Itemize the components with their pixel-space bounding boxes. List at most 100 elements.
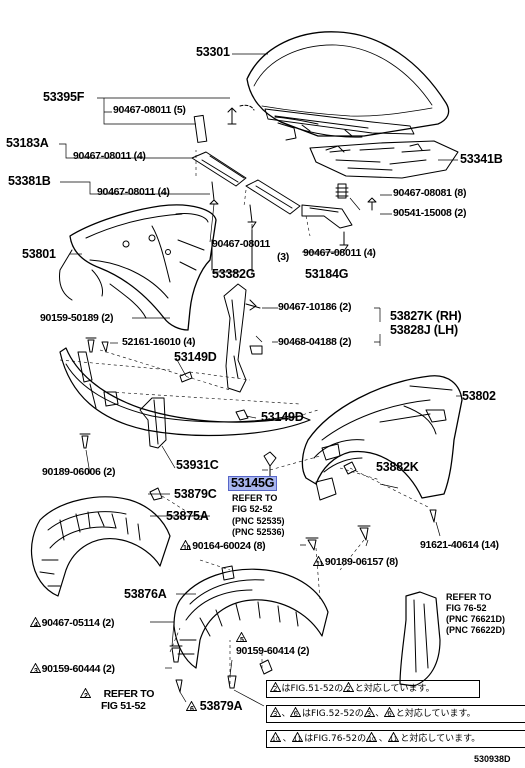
fastener-label: 90159-60414 (2) <box>236 645 310 657</box>
triangle-mark-icon <box>30 617 41 627</box>
fastener-label: (3) <box>277 251 289 263</box>
hood-insulator <box>309 140 459 179</box>
note-mark: 11 <box>293 736 302 743</box>
part-label: 53827K (RH) <box>390 309 462 323</box>
part-label: 53875A <box>166 509 209 523</box>
note-mark: 10 <box>368 736 376 743</box>
triangle-mark-icon <box>270 732 281 742</box>
diagram-id: 530938D <box>474 754 511 764</box>
fastener-label: 90468-04188 (2) <box>278 336 352 348</box>
refer-to-label[interactable]: REFER TO <box>232 493 278 503</box>
note-separator: 、 <box>281 709 291 719</box>
fender-left <box>59 204 217 331</box>
note-mark: 2 <box>346 685 351 693</box>
mark-number: 3 <box>34 668 38 675</box>
part-label: 53828J (LH) <box>390 323 458 337</box>
bracket-53184g <box>301 204 353 229</box>
bracket-53827k <box>223 283 247 393</box>
fender-liner-53876a <box>173 568 329 669</box>
bumper-support-53931c <box>59 347 311 449</box>
part-label: 53802 <box>462 389 496 403</box>
refer-fig-label[interactable]: FIG 76-52 <box>446 603 487 613</box>
note-mark: 3 <box>366 710 372 718</box>
fastener-number: 90159-60444 (2) <box>41 663 115 675</box>
part-label: 53183A <box>6 136 49 150</box>
triangle-mark-icon <box>270 682 281 692</box>
triangle-mark-icon <box>366 732 378 742</box>
refer-pnc-label: (PNC 52535) <box>232 516 285 526</box>
part-label: 53382G <box>212 267 256 281</box>
fastener-label: 91621-40614 (14) <box>420 539 499 551</box>
refer-to-label[interactable]: 2 REFER TO <box>80 688 154 700</box>
note-text: はFIG.76-52の <box>304 734 367 744</box>
triangle-mark-icon <box>186 701 197 711</box>
mark-number: 6 <box>190 706 194 713</box>
note-text: はFIG.52-52の <box>301 709 364 719</box>
note-separator: 、 <box>378 734 388 744</box>
note-mark: 6 <box>387 710 392 718</box>
triangle-mark-icon <box>313 556 324 566</box>
note-separator: 、 <box>282 734 292 744</box>
note-mark: 10 <box>272 736 280 743</box>
refer-fig-label[interactable]: FIG 51-52 <box>101 700 146 712</box>
triangle-mark-icon <box>343 682 355 692</box>
triangle-mark-icon <box>80 688 91 698</box>
triangle-mark-icon <box>363 707 375 717</box>
part-label: 53184G <box>305 267 349 281</box>
note-text: はFIG.51-52の <box>281 684 344 694</box>
fastener-label: 90467-08011 (5) <box>113 104 186 116</box>
fastener-number: 90467-05114 (2) <box>41 617 115 629</box>
fastener-label: 52161-16010 (4) <box>122 336 196 348</box>
triangle-mark-icon <box>291 732 303 742</box>
triangle-mark-icon <box>387 732 399 742</box>
note-mark: 3 <box>273 710 278 718</box>
fastener-label: 90467-10186 (2) <box>278 301 352 313</box>
refer-to-label[interactable]: REFER TO <box>446 592 492 602</box>
mark-number: 10 <box>183 545 191 552</box>
fastener-label: 90189-06006 (2) <box>42 466 116 478</box>
fastener-label: 90467-08011 (4) <box>97 186 170 198</box>
part-label: 53876A <box>124 587 167 601</box>
fastener-number: 90189-06157 (8) <box>324 556 398 568</box>
part-label: 53879C <box>174 487 217 501</box>
triangle-mark-icon <box>290 707 302 717</box>
refer-fig-label[interactable]: FIG 52-52 <box>232 504 273 514</box>
triangle-mark-icon <box>180 540 191 550</box>
part-label: 6 53879A <box>186 700 242 713</box>
note-text: と対応しています。 <box>354 684 435 694</box>
part-number: 53879A <box>199 699 243 713</box>
hood-seal-strip <box>264 108 415 141</box>
refer-text: REFER TO <box>103 688 155 700</box>
fastener-number: 90164-60024 (8) <box>192 540 266 552</box>
refer-pnc-label: (PNC 52536) <box>232 527 285 537</box>
cowl-louver-strip <box>191 151 247 187</box>
hood-panel <box>246 31 450 138</box>
part-label: 53149D <box>261 410 304 424</box>
fastener-label: 90467-08011 <box>212 238 271 250</box>
triangle-mark-icon <box>384 707 396 717</box>
part-label: 53341B <box>460 152 503 166</box>
triangle-mark-icon <box>236 632 247 642</box>
refer-pnc-label: (PNC 76622D) <box>446 625 506 635</box>
part-label: 53149D <box>174 350 217 364</box>
note-text: と対応しています。 <box>400 734 481 744</box>
fastener-label: 90467-08011 (4) <box>303 247 376 259</box>
part-label-highlighted[interactable]: 53145G <box>228 476 278 491</box>
mark-number: 2 <box>84 693 88 700</box>
mark-number: 5 <box>240 637 244 644</box>
fender-liner-53875a <box>30 496 171 597</box>
part-label: 53381B <box>8 174 51 188</box>
part-label: 53395F <box>43 90 85 104</box>
fastener-label: 90159-50189 (2) <box>40 312 114 324</box>
fastener-label: 90541-15008 (2) <box>393 207 467 219</box>
note-mark: 11 <box>389 736 398 743</box>
mark-label: 5 <box>236 632 252 644</box>
part-label: 53301 <box>196 45 230 59</box>
part-label: 53801 <box>22 247 56 261</box>
